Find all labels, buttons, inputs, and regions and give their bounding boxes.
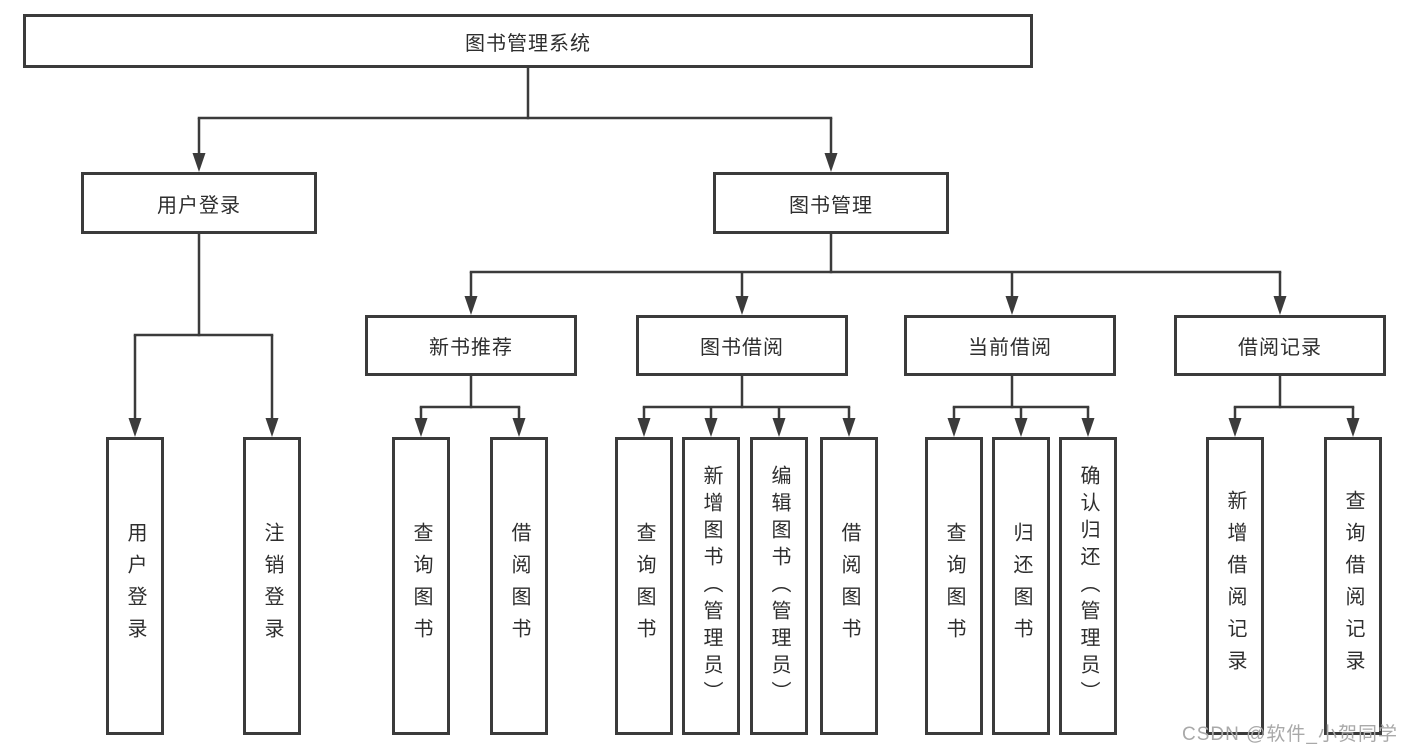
node-label: 图书借阅 [700, 337, 784, 359]
leaf-borrow-books-recommend: 借阅图书 [490, 437, 548, 735]
leaf-label: 查询借阅记录 [1342, 490, 1364, 682]
leaf-return-books: 归还图书 [992, 437, 1050, 735]
node-library-management-system: 图书管理系统 [23, 14, 1033, 68]
leaf-add-books-admin: 新增图书（管理员） [682, 437, 740, 735]
leaf-label: 注销登录 [261, 522, 283, 650]
csdn-watermark: CSDN @软件_小贺同学 [1182, 724, 1398, 745]
leaf-label: 确认归还（管理员） [1077, 464, 1099, 708]
leaf-label: 借阅图书 [838, 522, 860, 650]
node-borrowing-records: 借阅记录 [1174, 315, 1386, 376]
node-label: 新书推荐 [429, 337, 513, 359]
leaf-query-borrow-record: 查询借阅记录 [1324, 437, 1382, 735]
node-book-borrowing: 图书借阅 [636, 315, 848, 376]
leaf-label: 借阅图书 [508, 522, 530, 650]
leaf-borrow-books: 借阅图书 [820, 437, 878, 735]
node-user-login: 用户登录 [81, 172, 317, 234]
leaf-logout: 注销登录 [243, 437, 301, 735]
leaf-label: 用户登录 [124, 522, 146, 650]
node-label: 借阅记录 [1238, 337, 1322, 359]
leaf-add-borrow-record: 新增借阅记录 [1206, 437, 1264, 735]
node-book-management: 图书管理 [713, 172, 949, 234]
node-label: 图书管理系统 [465, 32, 591, 55]
leaf-label: 新增图书（管理员） [700, 464, 722, 708]
leaf-edit-books-admin: 编辑图书（管理员） [750, 437, 808, 735]
node-new-book-recommendation: 新书推荐 [365, 315, 577, 376]
node-label: 图书管理 [789, 194, 873, 217]
leaf-label: 查询图书 [410, 522, 432, 650]
leaf-confirm-return-admin: 确认归还（管理员） [1059, 437, 1117, 735]
leaf-user-login: 用户登录 [106, 437, 164, 735]
leaf-label: 查询图书 [943, 522, 965, 650]
leaf-query-books-recommend: 查询图书 [392, 437, 450, 735]
leaf-label: 归还图书 [1010, 522, 1032, 650]
leaf-query-books-current: 查询图书 [925, 437, 983, 735]
leaf-label: 查询图书 [633, 522, 655, 650]
node-current-borrowing: 当前借阅 [904, 315, 1116, 376]
leaf-query-books-borrowing: 查询图书 [615, 437, 673, 735]
leaf-label: 编辑图书（管理员） [768, 464, 790, 708]
leaf-label: 新增借阅记录 [1224, 490, 1246, 682]
node-label: 用户登录 [157, 194, 241, 217]
node-label: 当前借阅 [968, 337, 1052, 359]
